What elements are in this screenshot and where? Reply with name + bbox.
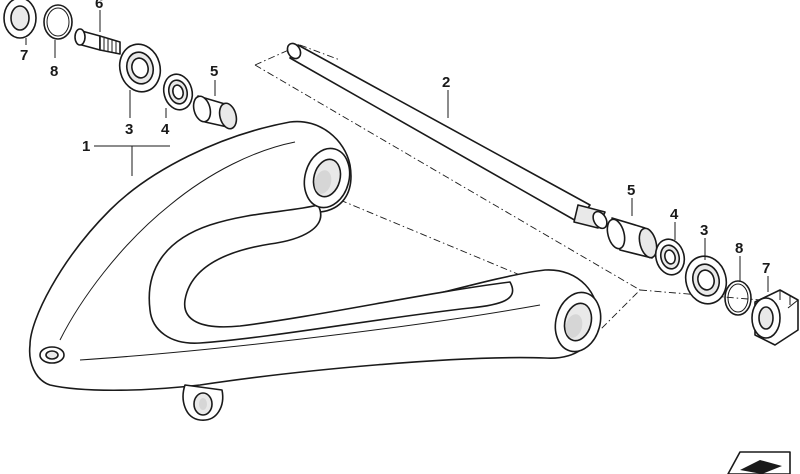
callout-needle-bearing-right: 4 (670, 206, 679, 223)
callout-swingarm: 1 (82, 138, 90, 155)
callout-spacer-right: 5 (627, 182, 635, 199)
callout-needle-bearing-left: 4 (161, 121, 170, 138)
callout-axle: 2 (442, 74, 450, 91)
diagram-reference-icon (727, 451, 791, 474)
leader-lines (25, 10, 769, 292)
cap-right-part (751, 289, 799, 346)
callout-ring-left: 8 (50, 63, 58, 80)
callout-bearing-left: 3 (125, 121, 133, 138)
callout-ring-right: 8 (735, 240, 743, 257)
callout-bolt: 6 (95, 0, 103, 12)
callout-cap-right: 7 (762, 260, 770, 277)
needle-bearing-right-part (654, 238, 686, 276)
ring-left-part (43, 4, 73, 40)
callout-labels: 7 8 6 3 4 5 1 2 5 4 3 8 7 (20, 0, 770, 277)
swingarm-part (28, 120, 602, 421)
bearing-left-part (118, 43, 162, 93)
spacer-right-part (606, 217, 658, 259)
spacer-left-part (192, 95, 238, 130)
bolt-part (74, 28, 121, 55)
callout-bearing-right: 3 (700, 222, 708, 239)
callout-cap-left: 7 (20, 47, 28, 64)
callout-spacer-left: 5 (210, 63, 218, 80)
axle-part (286, 42, 608, 230)
cap-left-part (3, 0, 37, 39)
bearing-right-part (684, 255, 728, 305)
needle-bearing-left-part (162, 73, 194, 111)
ring-right-part (724, 280, 752, 316)
